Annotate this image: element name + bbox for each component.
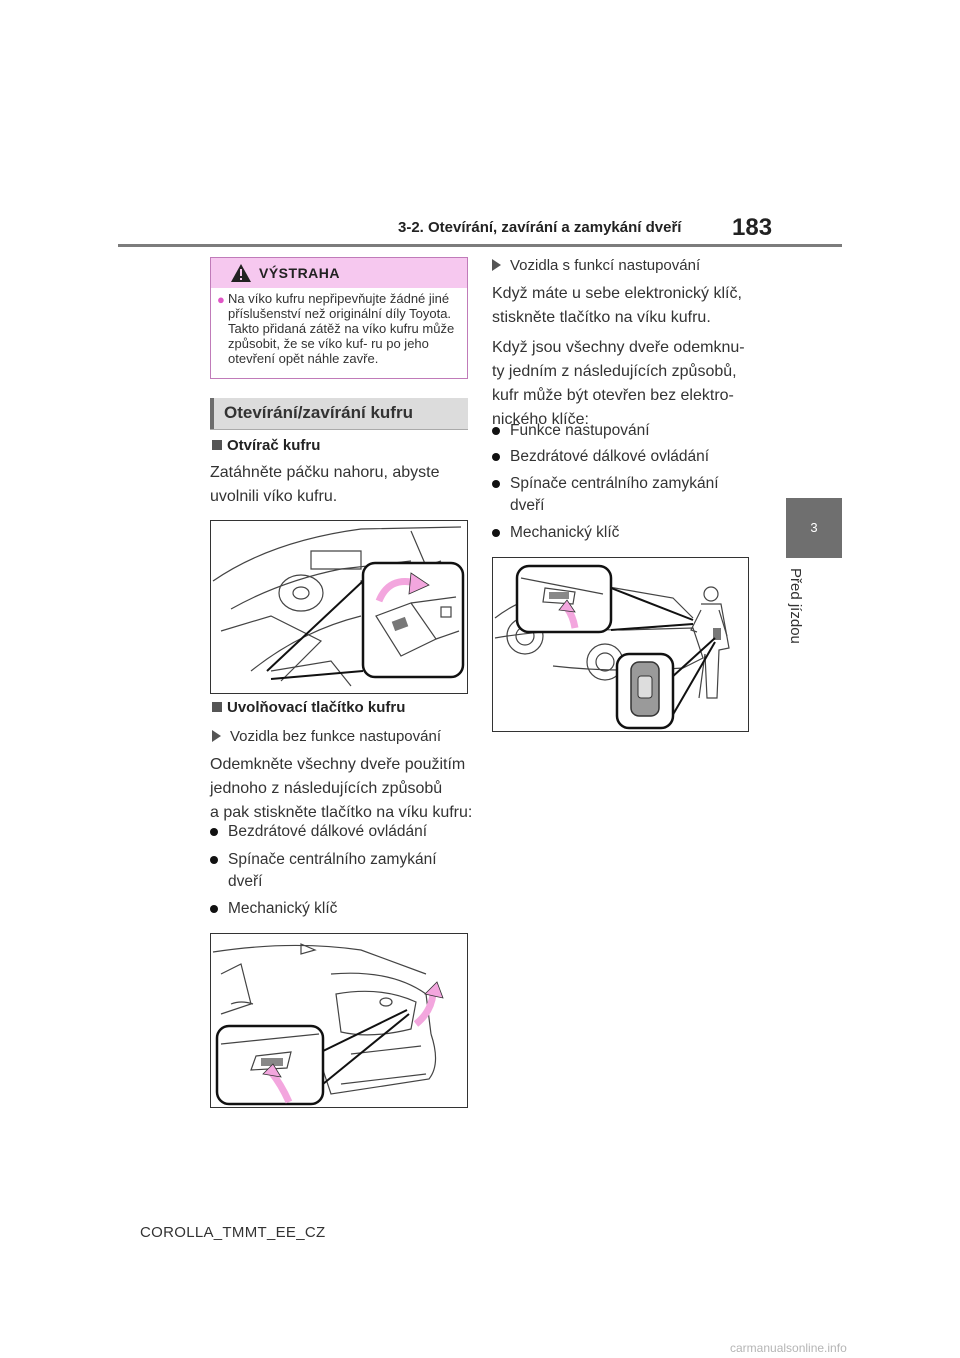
release-text-line-1: Odemkněte všechny dveře použitím: [210, 756, 466, 773]
header-rule: [118, 244, 842, 247]
method-item-continuation: dveří: [510, 497, 545, 514]
vehicles-without-entry-text: Vozidla bez funkce nastupování: [230, 728, 441, 745]
bullet-dot-icon: [492, 480, 500, 488]
warning-header: VÝSTRAHA: [211, 258, 467, 288]
method-item: Spínače centrálního zamykání: [210, 848, 470, 872]
chapter-tab: 3: [786, 498, 842, 558]
method-item: Spínače centrálního zamykání: [492, 472, 752, 496]
entry-para2-line-4: nického klíče:: [492, 411, 589, 428]
entry-para2-line-3: kufr může být otevřen bez elektro-: [492, 387, 734, 404]
section-title-bar: [210, 398, 214, 429]
square-bullet-icon: [212, 702, 222, 712]
subheading-text: Uvolňovací tlačítko kufru: [227, 699, 406, 716]
figure-smart-entry-trunk: [492, 557, 749, 732]
subheading-trunk-opener: Otvírač kufru: [212, 437, 320, 454]
triangle-bullet-icon: [492, 259, 501, 271]
bullet-dot-icon: [210, 856, 218, 864]
chapter-label: Před jízdou: [787, 568, 804, 644]
chapter-number: 3: [810, 520, 818, 535]
entry-para2-line-1: Když jsou všechny dveře odemknu-: [492, 339, 745, 356]
method-item-continuation: dveří: [228, 873, 263, 890]
opener-text-line-1: Zatáhněte páčku nahoru, abyste: [210, 464, 440, 481]
method-item: Funkce nastupování: [492, 419, 752, 443]
interior-illustration: [212, 526, 465, 687]
warning-text: Na víko kufru nepřipevňujte žádné jiné p…: [228, 291, 455, 366]
method-item: Bezdrátové dálkové ovládání: [492, 445, 752, 469]
figure-trunk-release-button: [210, 933, 468, 1108]
figure-trunk-opener-lever: [210, 520, 468, 694]
method-item: Bezdrátové dálkové ovládání: [210, 820, 470, 844]
document-code: COROLLA_TMMT_EE_CZ: [140, 1224, 326, 1241]
entry-para1-line-1: Když máte u sebe elektronický klíč,: [492, 285, 742, 302]
rear-car-illustration: [212, 943, 444, 1106]
warning-triangle-icon: [231, 264, 251, 282]
release-text-line-3: a pak stiskněte tlačítko na víku kufru:: [210, 804, 473, 821]
bullet-dot-icon: [492, 453, 500, 461]
bullet-dot-icon: [492, 427, 500, 435]
header-section-title: 3-2. Otevírání, zavírání a zamykání dveř…: [398, 219, 682, 236]
method-item: Mechanický klíč: [210, 897, 470, 921]
warning-bullet-icon: ●: [217, 292, 225, 307]
warning-box: VÝSTRAHA ● Na víko kufru nepřipevňujte ž…: [210, 257, 468, 379]
bullet-dot-icon: [210, 828, 218, 836]
page-number: 183: [732, 214, 773, 241]
smart-entry-illustration: [494, 564, 730, 730]
vehicles-with-entry: Vozidla s funkcí nastupování: [492, 257, 700, 274]
square-bullet-icon: [212, 440, 222, 450]
bullet-dot-icon: [210, 905, 218, 913]
vehicles-with-entry-text: Vozidla s funkcí nastupování: [510, 257, 701, 274]
vehicles-without-entry: Vozidla bez funkce nastupování: [212, 728, 441, 745]
entry-para1-line-2: stiskněte tlačítko na víku kufru.: [492, 309, 711, 326]
warning-title: VÝSTRAHA: [259, 265, 341, 281]
triangle-bullet-icon: [212, 730, 221, 742]
watermark[interactable]: carmanualsonline.info: [730, 1341, 847, 1355]
section-title: Otevírání/zavírání kufru: [210, 398, 468, 430]
subheading-release-button: Uvolňovací tlačítko kufru: [212, 699, 405, 716]
subheading-text: Otvírač kufru: [227, 437, 321, 454]
release-text-line-2: jednoho z následujících způsobů: [210, 780, 443, 797]
method-item: Mechanický klíč: [492, 521, 752, 545]
bullet-dot-icon: [492, 529, 500, 537]
section-title-text: Otevírání/zavírání kufru: [224, 403, 413, 422]
opener-text-line-2: uvolnili víko kufru.: [210, 488, 338, 505]
entry-para2-line-2: ty jedním z následujících způsobů,: [492, 363, 737, 380]
